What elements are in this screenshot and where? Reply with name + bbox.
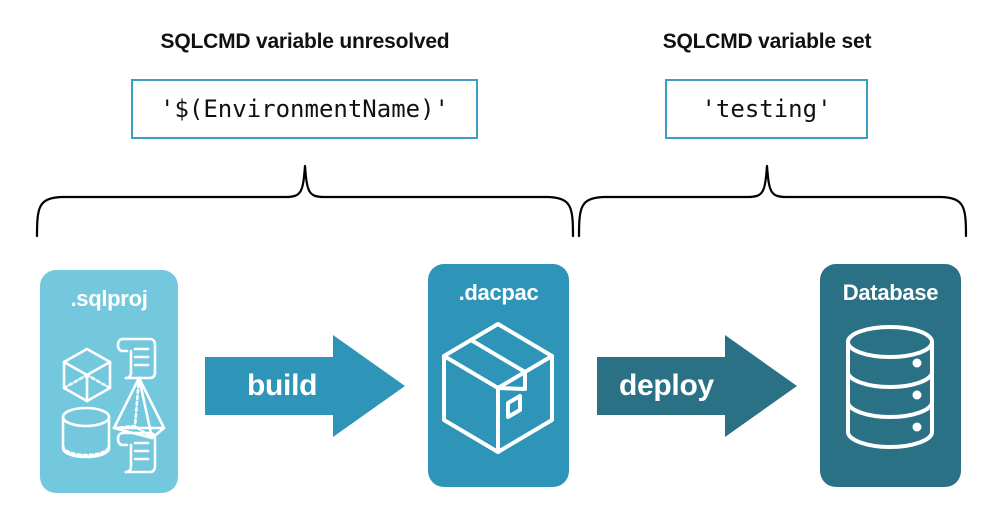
process-arrow-deploy: deploy [597, 335, 797, 437]
code-value-text: 'testing' [701, 95, 832, 123]
package-box-icon [442, 322, 554, 454]
artifact-box-sqlproj: .sqlproj [40, 270, 178, 493]
artifact-box-dacpac: .dacpac [428, 264, 569, 487]
artifact-box-database: Database [820, 264, 961, 487]
sqlproj-icon-group [61, 337, 166, 474]
process-arrow-label-deploy: deploy [619, 369, 714, 402]
curly-brace-left [35, 164, 575, 238]
section-title-unresolved: SQLCMD variable unresolved [160, 30, 450, 53]
cylinder-icon [61, 406, 111, 459]
section-title-set: SQLCMD variable set [662, 30, 872, 53]
code-value-box-unresolved: '$(EnvironmentName)' [131, 79, 478, 139]
scroll-icon [116, 337, 157, 380]
artifact-label-dacpac: .dacpac [458, 280, 539, 305]
artifact-label-database: Database [842, 280, 939, 305]
process-arrow-build: build [205, 335, 405, 437]
cube-icon [62, 347, 112, 403]
scroll-icon [116, 431, 157, 474]
artifact-label-sqlproj: .sqlproj [70, 286, 148, 311]
code-value-text: '$(EnvironmentName)' [160, 95, 449, 123]
curly-brace-right [577, 164, 968, 238]
database-cylinder-icon [846, 325, 934, 449]
code-value-box-set: 'testing' [665, 79, 868, 139]
arrow-shape-deploy [597, 335, 797, 437]
arrow-shape-build [205, 335, 405, 437]
process-arrow-label-build: build [247, 369, 318, 402]
pyramid-icon [112, 376, 166, 440]
